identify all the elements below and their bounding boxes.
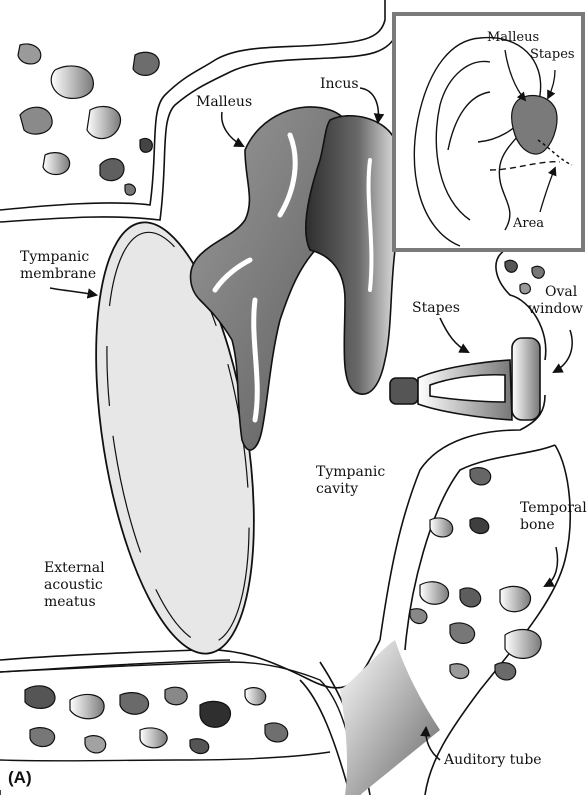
panel-letter: (A) [8,768,32,788]
oval-window-label-line2: window [528,301,583,317]
external-meatus-label-line2: acoustic [44,577,103,593]
incus-shape [306,116,402,394]
auditory-tube-shape [340,640,440,795]
tympanic-cavity-label-line2: cavity [316,481,358,497]
floor-bone-band [0,662,360,795]
external-meatus-label-line3: meatus [44,594,96,610]
tympanic-cavity-label-line1: Tympanic [316,464,385,480]
malleus-label: Malleus [196,94,252,110]
incus-label: Incus [320,76,359,92]
inset-area-label: Area [513,216,544,231]
external-meatus-label-line1: External [44,560,105,576]
auditory-tube-label: Auditory tube [444,752,542,768]
inset-malleus-label: Malleus [487,30,539,45]
oval-window-label-line1: Oval [545,284,577,300]
temporal-bone-label-line2: bone [520,517,555,533]
tympanic-membrane-label-line1: Tympanic [20,249,89,265]
temporal-bone-label-line1: Temporal [520,500,587,516]
inset-stapes-label: Stapes [530,47,575,62]
tympanic-membrane-label-line2: membrane [20,266,96,282]
stapes-label: Stapes [412,300,460,316]
